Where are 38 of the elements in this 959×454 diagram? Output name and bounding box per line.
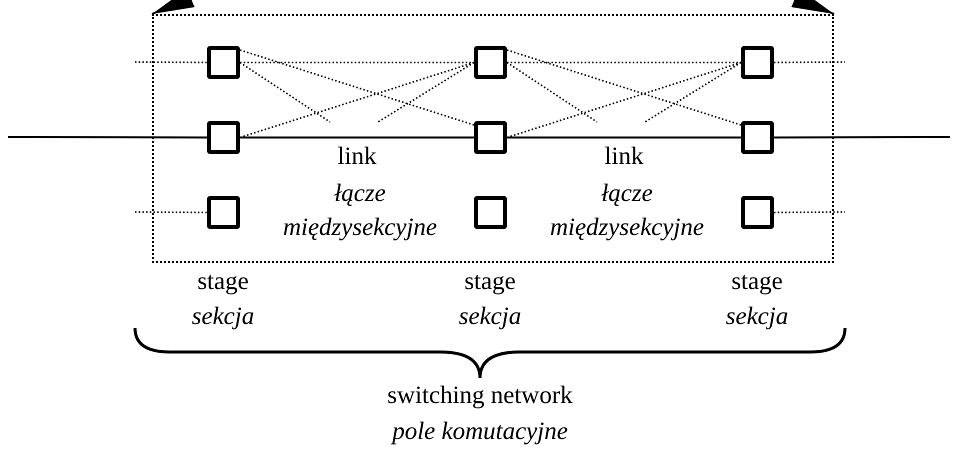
connector-line: [774, 136, 950, 138]
dotted-line: [644, 62, 742, 123]
dotted-line: [506, 49, 742, 126]
stage-label: sekcja: [724, 302, 790, 332]
switch-square: [741, 46, 774, 79]
dotted-line: [507, 62, 741, 64]
switch-square: [207, 121, 240, 154]
switch-square: [474, 46, 507, 79]
dotted-line: [240, 49, 474, 126]
dotted-boundary: [152, 14, 834, 263]
link-label: link: [604, 142, 644, 172]
network-label: switching network: [386, 381, 574, 411]
dotted-line: [135, 211, 207, 214]
dotted-line: [774, 211, 845, 214]
link-label: link: [336, 142, 378, 172]
link-label: łącze międzysekcyjne: [282, 179, 438, 243]
switch-square: [207, 196, 240, 229]
stage-label: stage: [463, 267, 517, 297]
stage-label: stage: [730, 267, 784, 297]
link-label: łącze międzysekcyjne: [548, 179, 706, 243]
dotted-line: [240, 62, 330, 123]
connector-line: [240, 136, 474, 138]
dotted-line: [135, 61, 207, 64]
stage-label: stage: [196, 267, 250, 297]
switch-square: [474, 121, 507, 154]
stage-label: sekcja: [458, 302, 522, 332]
dotted-line: [506, 62, 598, 123]
network-label: pole komutacyjne: [390, 417, 569, 447]
connector-line: [507, 136, 741, 138]
switch-square: [474, 196, 507, 229]
dotted-line: [378, 62, 474, 123]
dotted-line: [774, 61, 845, 64]
switch-square: [741, 121, 774, 154]
dotted-line: [240, 62, 474, 64]
switch-square: [741, 196, 774, 229]
connector-line: [8, 136, 207, 138]
switch-square: [207, 46, 240, 79]
stage-label: sekcja: [190, 302, 256, 332]
